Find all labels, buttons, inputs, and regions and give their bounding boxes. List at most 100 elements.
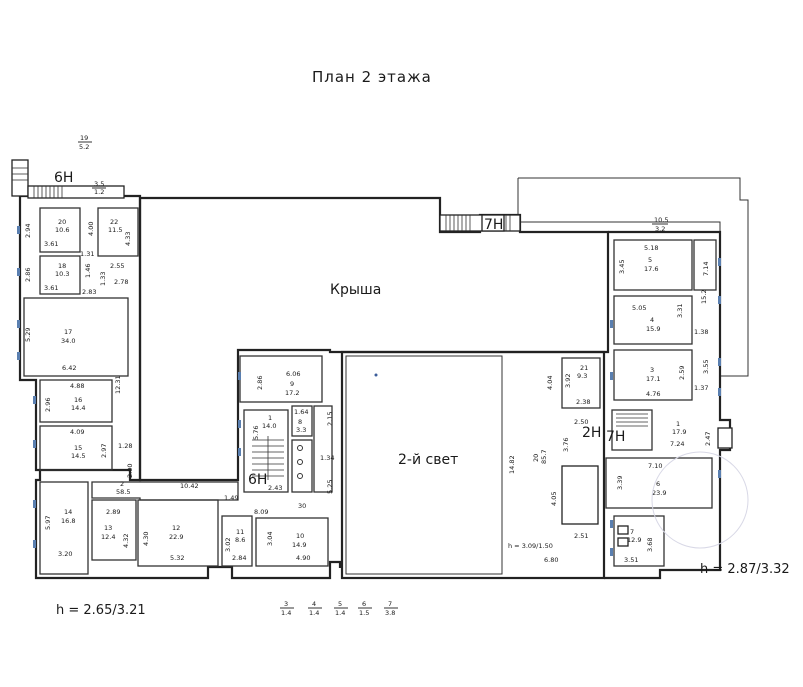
right-wing: 7Н 10.5 3.2 5.18 5 17.6 3.45 7.14 15.2 5…	[439, 214, 733, 580]
height-right: h = 2.87/3.32	[700, 562, 790, 577]
dim-3-76: 3.76	[562, 438, 570, 452]
room-14-area: 16.8	[61, 517, 75, 525]
dim-1-64: 1.64	[294, 408, 308, 416]
stair-6n-inner-label: 6Н	[248, 472, 267, 488]
room-20b-num: 20	[532, 454, 540, 462]
room-4-area: 15.9	[646, 325, 660, 333]
dim-4-04: 4.04	[546, 376, 554, 390]
room-8-area: 3.3	[296, 426, 306, 434]
fraction-10-5-num: 10.5	[654, 216, 668, 224]
dim-2-47: 2.47	[704, 432, 712, 446]
dim-3-61-a: 3.61	[44, 240, 58, 248]
dim-3-45: 3.45	[618, 260, 626, 274]
stair-6n-top-label: 6Н	[54, 170, 73, 186]
room-2-area: 58.5	[116, 488, 130, 496]
left-wing: 6Н 3.5 1.2 19 5.2 20 10.6 2.94 3.61 4.00…	[11, 134, 342, 580]
dim-1-38: 1.38	[694, 328, 708, 336]
room-11-num: 11	[236, 528, 244, 536]
room-6-num: 6	[656, 480, 660, 488]
dim-4-32: 4.32	[122, 534, 130, 548]
legend-4-den: 1.5	[359, 609, 369, 617]
fraction-19-den: 5.2	[79, 143, 89, 151]
legend-1-den: 1.4	[281, 609, 291, 617]
dim-5-97: 5.97	[44, 516, 52, 530]
dim-1-34: 1.34	[320, 454, 334, 462]
room-21-area: 9.3	[577, 372, 587, 380]
dim-4-05: 4.05	[550, 492, 558, 506]
dim-1-37: 1.37	[694, 384, 708, 392]
dim-2-50: 2.50	[574, 418, 588, 426]
dim-5-76: 5.76	[252, 426, 260, 440]
dim-6-80: 6.80	[544, 556, 558, 564]
dim-3-20: 3.20	[58, 550, 72, 558]
dim-2-59: 2.59	[678, 366, 686, 380]
dim-3-04: 3.04	[266, 532, 274, 546]
dim-4-30: 4.30	[142, 532, 150, 546]
legend-5-num: 7	[388, 600, 392, 608]
room-3-num: 3	[650, 366, 654, 374]
dim-2-15: 2.15	[326, 412, 334, 426]
stair-7n-top-label: 7Н	[484, 217, 503, 233]
dim-2-83: 2.83	[82, 288, 96, 296]
dim-1-46: 1.46	[84, 264, 92, 278]
dim-5-29: 5.29	[24, 328, 32, 342]
dim-2-51: 2.51	[574, 532, 588, 540]
room-11-area: 8.6	[235, 536, 245, 544]
room-18-area: 10.3	[55, 270, 69, 278]
room-4-num: 4	[650, 316, 654, 324]
dim-8-09: 8.09	[254, 508, 268, 516]
dim-1-33: 1.33	[99, 272, 107, 286]
dim-2-86-b: 2.86	[256, 376, 264, 390]
dim-1-28: 1.28	[118, 442, 132, 450]
room-18-num: 18	[58, 262, 66, 270]
legend-3-den: 1.4	[335, 609, 345, 617]
center-block: 6.06 9 17.2 2.86 1 14.0 5.76 6Н 2.43 1.6…	[238, 355, 334, 510]
room-1b-area: 17.9	[672, 428, 686, 436]
legend-1-num: 3	[284, 600, 288, 608]
room-9-area: 17.2	[285, 389, 299, 397]
second-light-label: 2-й свет	[398, 452, 458, 468]
dim-4-88: 4.88	[70, 382, 84, 390]
fraction-10-5-den: 3.2	[655, 225, 665, 233]
dim-2-89: 2.89	[106, 508, 120, 516]
dim-7-10: 7.10	[648, 462, 662, 470]
dim-14-82: 14.82	[508, 455, 516, 474]
room-9-num: 9	[290, 380, 294, 388]
dim-3-61-b: 3.61	[44, 284, 58, 292]
room-17-area: 34.0	[61, 337, 75, 345]
fraction-top-small-den: 1.2	[94, 188, 104, 196]
dim-3-31: 3.31	[676, 304, 684, 318]
plan-title: План 2 этажа	[312, 68, 432, 86]
room-1-area: 14.0	[262, 422, 276, 430]
dim-6-06: 6.06	[286, 370, 300, 378]
dim-4-33: 4.33	[124, 232, 132, 246]
dim-5-25: 5.25	[326, 480, 334, 494]
room-21-num: 21	[580, 364, 588, 372]
room-7-num: 7	[630, 528, 634, 536]
room-12-num: 12	[172, 524, 180, 532]
dim-2-86: 2.86	[24, 268, 32, 282]
dim-2-96: 2.96	[44, 398, 52, 412]
dim-3-02: 3.02	[224, 538, 232, 552]
room-12-area: 22.9	[169, 533, 183, 541]
dim-4-00: 4.00	[87, 222, 95, 236]
room-1-num: 1	[268, 414, 272, 422]
second-light-hall: 2-й свет 21 9.3 4.04 3.92 2.38 2.50 14.8…	[340, 350, 606, 580]
room-2-num: 2	[120, 480, 124, 488]
dim-2-84: 2.84	[232, 554, 246, 562]
dim-2-97: 2.97	[100, 444, 108, 458]
dim-1-31: 1.31	[80, 250, 94, 258]
legend-2-den: 1.4	[309, 609, 319, 617]
dim-2-94: 2.94	[24, 224, 32, 238]
dim-4-90: 4.90	[296, 554, 310, 562]
room-22-area: 11.5	[108, 226, 122, 234]
dim-5-32: 5.32	[170, 554, 184, 562]
stair-7n-right-label: 7Н	[606, 429, 625, 445]
room-3-area: 17.1	[646, 375, 660, 383]
hall-height: h = 3.09/1.50	[508, 542, 553, 550]
dim-3-39: 3.39	[616, 476, 624, 490]
dim-7-24: 7.24	[670, 440, 684, 448]
legend-3-num: 5	[338, 600, 342, 608]
dim-12-31: 12.31	[114, 375, 122, 394]
